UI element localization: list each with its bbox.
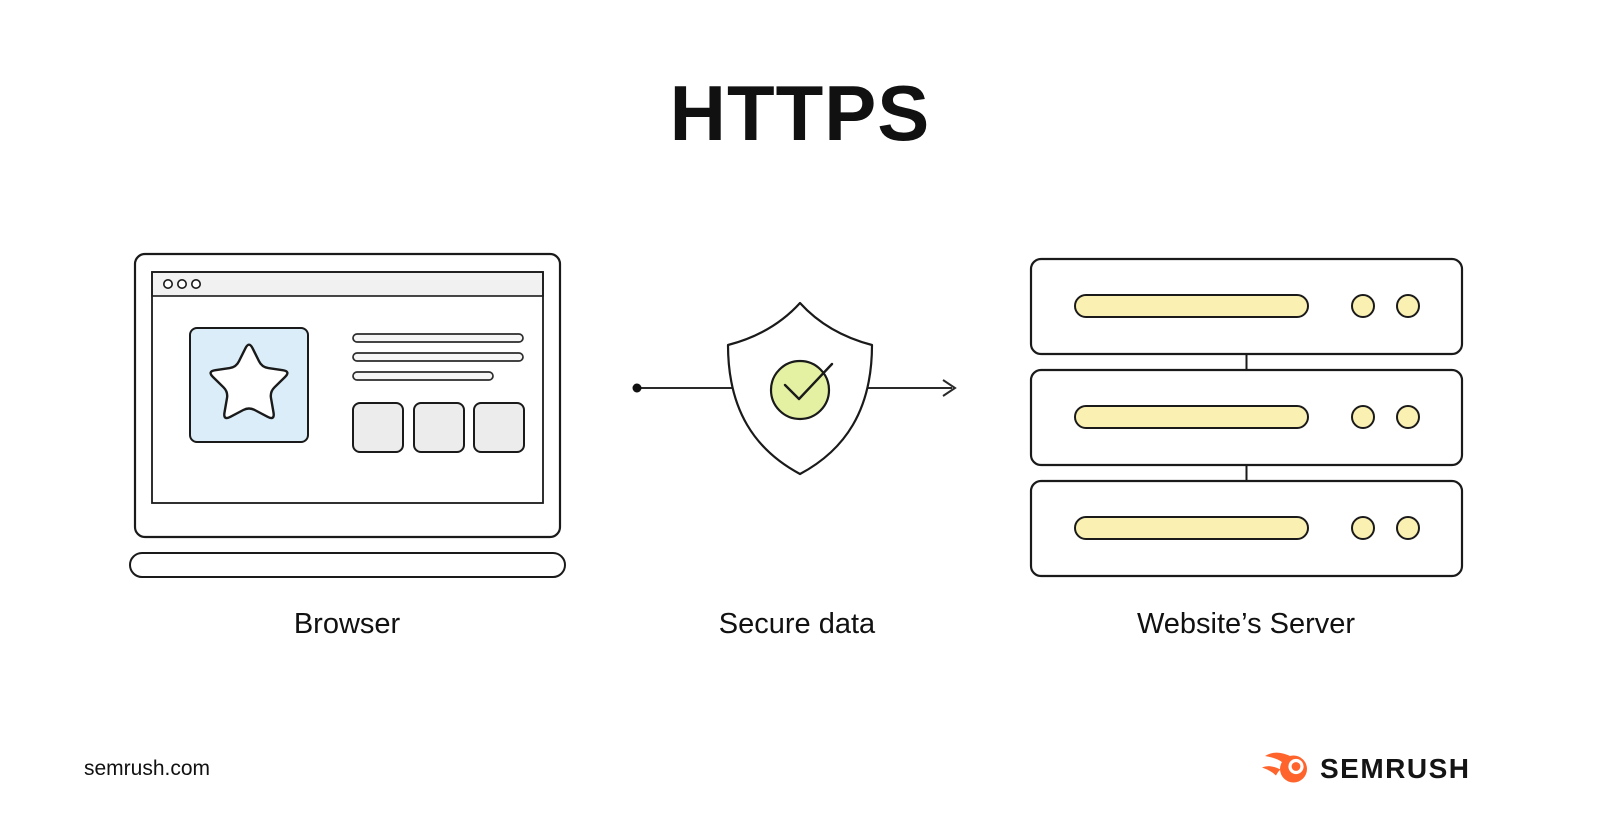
secure-data-label: Secure data (718, 608, 876, 640)
indicator-light (1351, 405, 1375, 429)
thumbnail-placeholders (352, 402, 525, 453)
server-label: Website’s Server (1136, 608, 1356, 640)
flow-start-dot (632, 383, 642, 393)
text-line-placeholders (352, 333, 524, 381)
laptop-base (129, 552, 566, 578)
indicator-light (1396, 516, 1420, 540)
drive-bay-bar (1074, 294, 1309, 318)
star-icon (209, 343, 289, 420)
browser-illustration (129, 252, 566, 578)
indicator-light (1396, 405, 1420, 429)
laptop-screen (133, 252, 562, 539)
server-unit (1029, 368, 1464, 467)
drive-bay-bar (1074, 516, 1309, 540)
checkmark-icon (783, 362, 834, 401)
semrush-wordmark: SEMRUSH (1320, 753, 1471, 784)
drive-bay-bar (1074, 405, 1309, 429)
window-controls-icon (162, 278, 202, 289)
indicator-light (1396, 294, 1420, 318)
check-circle (769, 359, 831, 421)
browser-label: Browser (293, 608, 401, 640)
browser-titlebar (151, 271, 544, 297)
indicator-light (1351, 294, 1375, 318)
indicator-light (1351, 516, 1375, 540)
semrush-flame-icon (1262, 752, 1307, 783)
secure-flow-illustration (632, 301, 957, 476)
source-url: semrush.com (84, 757, 211, 780)
arrow-head-icon (942, 379, 957, 397)
server-unit (1029, 257, 1464, 356)
semrush-logo: SEMRUSH (1262, 750, 1471, 788)
browser-window (151, 271, 544, 504)
server-unit (1029, 479, 1464, 578)
page-title: HTTPS (669, 69, 931, 157)
server-illustration (1029, 257, 1464, 578)
